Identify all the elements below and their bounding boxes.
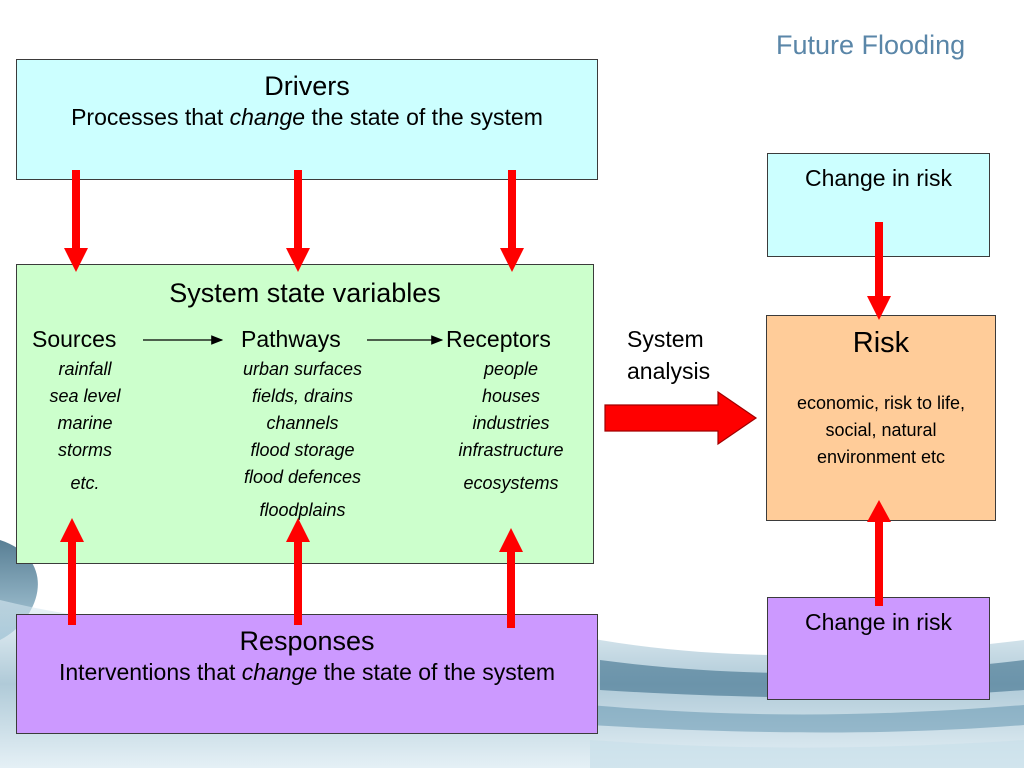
responses-title: Responses	[239, 626, 375, 656]
list-item: infrastructure	[458, 440, 564, 460]
responses-desc-suffix: the state of the system	[317, 659, 556, 685]
list-item: houses	[481, 386, 541, 406]
sources-heading: Sources	[32, 326, 117, 352]
list-item: industries	[472, 413, 550, 433]
list-item: flood storage	[250, 440, 355, 460]
change-in-risk-top-label: Change in risk	[804, 165, 953, 191]
list-item: people	[483, 359, 539, 379]
sources-list: rainfall sea level marine storms etc.	[24, 356, 146, 497]
list-item: channels	[266, 413, 339, 433]
brand-logo-text: Future Flooding	[776, 30, 966, 60]
risk-box: Risk economic, risk to life, social, nat…	[766, 315, 996, 521]
responses-description: Interventions that change the state of t…	[17, 657, 597, 688]
list-item: storms	[58, 440, 112, 460]
receptors-heading: Receptors	[446, 326, 551, 352]
change-in-risk-top-box: Change in risk	[767, 153, 990, 257]
responses-desc-emphasis: change	[241, 659, 318, 685]
pathways-heading: Pathways	[241, 326, 341, 352]
list-item: sea level	[49, 386, 121, 406]
list-item: ecosystems	[463, 473, 559, 493]
responses-desc-prefix: Interventions that	[58, 659, 242, 685]
list-item: rainfall	[58, 359, 112, 379]
responses-box: Responses Interventions that change the …	[16, 614, 598, 734]
list-item: flood defences	[243, 467, 362, 487]
risk-description: economic, risk to life, social, natural …	[796, 393, 966, 467]
list-item: urban surfaces	[242, 359, 363, 379]
drivers-desc-emphasis: change	[229, 104, 306, 130]
system-state-title: System state variables	[169, 278, 441, 308]
pathways-list: urban surfaces fields, drains channels f…	[215, 356, 390, 524]
drivers-box: Drivers Processes that change the state …	[16, 59, 598, 180]
drivers-description: Processes that change the state of the s…	[17, 102, 597, 133]
change-in-risk-bottom-label: Change in risk	[804, 609, 953, 635]
drivers-desc-prefix: Processes that	[71, 104, 230, 130]
change-in-risk-bottom-box: Change in risk	[767, 597, 990, 700]
drivers-title: Drivers	[264, 71, 350, 101]
list-item: fields, drains	[251, 386, 354, 406]
system-state-box: System state variables	[16, 264, 594, 564]
receptors-list: people houses industries infrastructure …	[433, 356, 589, 497]
list-item: floodplains	[259, 500, 346, 520]
risk-title: Risk	[852, 327, 910, 359]
system-analysis-label: System analysis	[627, 326, 711, 384]
list-item: etc.	[70, 473, 100, 493]
list-item: marine	[57, 413, 113, 433]
drivers-desc-suffix: the state of the system	[305, 104, 543, 130]
